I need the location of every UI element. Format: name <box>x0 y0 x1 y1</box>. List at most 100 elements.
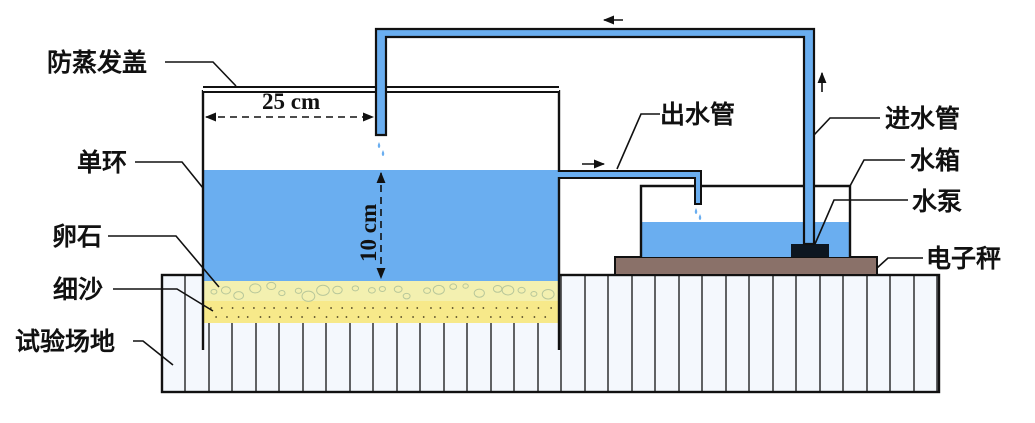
leader-tank <box>849 159 905 187</box>
label-pump: 水泵 <box>912 187 962 216</box>
leader-gravel <box>108 235 220 288</box>
soil-layers <box>203 281 559 392</box>
sand-dot <box>544 316 547 318</box>
sand-dot <box>439 307 442 309</box>
sand-dot <box>489 316 492 318</box>
pebble <box>473 288 485 298</box>
outlet-pipe <box>555 170 702 205</box>
sand-dot <box>263 307 266 309</box>
sand-dot <box>220 307 223 309</box>
pebble <box>220 286 231 295</box>
sand-dot <box>372 307 374 309</box>
pebble <box>367 287 376 294</box>
leader-site <box>133 340 174 366</box>
tank-walls <box>639 184 852 257</box>
sand-dot <box>455 316 458 318</box>
sand-dot <box>511 316 514 318</box>
electronic-scale <box>614 256 878 276</box>
pebble <box>351 285 360 292</box>
pebble <box>402 292 411 300</box>
sand-dot <box>550 307 553 309</box>
ground-stripes <box>184 275 938 392</box>
pebble <box>541 288 555 300</box>
sand-dots <box>210 307 553 318</box>
sand-dot <box>273 307 275 309</box>
pebble <box>266 281 277 291</box>
sand-dot <box>279 316 282 318</box>
single-ring <box>201 90 561 350</box>
sand-dot <box>268 316 271 318</box>
radius-label: 25 cm <box>262 89 320 114</box>
sand-dot <box>515 307 518 309</box>
sand-dot <box>253 307 255 309</box>
sand-dot <box>506 307 509 309</box>
water-drops <box>377 142 702 220</box>
sand-dot <box>433 316 436 318</box>
pebble <box>501 285 515 296</box>
pebble <box>294 287 303 294</box>
sand-dot <box>246 316 249 318</box>
sand-dot <box>285 307 287 309</box>
sand-dot <box>237 316 240 318</box>
radius-dimension: 25 cm <box>204 89 375 122</box>
sand-dot <box>306 307 309 309</box>
pebble <box>393 285 403 293</box>
labels: 防蒸发盖 单环 卵石 细沙 试验场地 出水管 进水管 水箱 水泵 电子秤 <box>15 48 1001 356</box>
sand-dot <box>400 316 403 318</box>
drop-icon <box>377 142 381 148</box>
sand-dot <box>466 316 469 318</box>
label-gravel: 卵石 <box>52 222 102 251</box>
pebble <box>432 284 445 295</box>
leader-scale <box>876 257 923 269</box>
sand-dot <box>350 307 353 309</box>
sand-dot <box>477 316 479 318</box>
sand-layer <box>203 301 559 323</box>
pebble <box>301 290 316 302</box>
pebble <box>462 283 469 289</box>
sand-dot <box>215 316 217 318</box>
pebble <box>378 285 386 292</box>
leader-outlet <box>616 113 660 170</box>
label-lid: 防蒸发盖 <box>47 48 147 77</box>
sand-dot <box>412 316 414 318</box>
sand-dot <box>336 316 339 318</box>
label-tank: 水箱 <box>910 146 960 175</box>
pebble <box>530 290 538 297</box>
sand-dot <box>533 316 536 318</box>
sand-dot <box>367 316 370 318</box>
sand-dot <box>231 307 234 309</box>
sand-dot <box>378 316 381 318</box>
sand-dot <box>384 307 386 309</box>
sand-dot <box>422 316 425 318</box>
ground-inside-ring <box>203 323 559 350</box>
sand-dot <box>226 316 228 318</box>
leader-ring <box>135 161 204 189</box>
leader-inlet <box>813 117 880 136</box>
pebble <box>210 288 218 295</box>
label-outlet-pipe: 出水管 <box>660 100 735 129</box>
sand-dot <box>495 307 498 309</box>
pebble <box>316 284 330 296</box>
drop-icon <box>694 208 698 214</box>
sand-dot <box>301 316 303 318</box>
pebble <box>449 283 458 290</box>
sand-dot <box>357 316 360 318</box>
drop-icon <box>698 214 702 220</box>
sand-dot <box>363 307 366 309</box>
sand-dot <box>461 307 464 309</box>
pebble <box>332 285 343 295</box>
sand-dot <box>290 316 293 318</box>
leader-lines <box>108 61 923 366</box>
sand-dot <box>318 307 321 309</box>
sand-dot <box>521 316 524 318</box>
sand-dot <box>313 316 316 318</box>
sand-dot <box>296 307 298 309</box>
pebble <box>423 287 432 294</box>
depth-label: 10 cm <box>356 204 381 262</box>
depth-dimension: 10 cm <box>356 171 386 280</box>
label-scale: 电子秤 <box>926 244 1001 273</box>
label-sand: 细沙 <box>53 275 103 304</box>
sand-dot <box>472 307 475 309</box>
sand-dot <box>499 316 502 318</box>
